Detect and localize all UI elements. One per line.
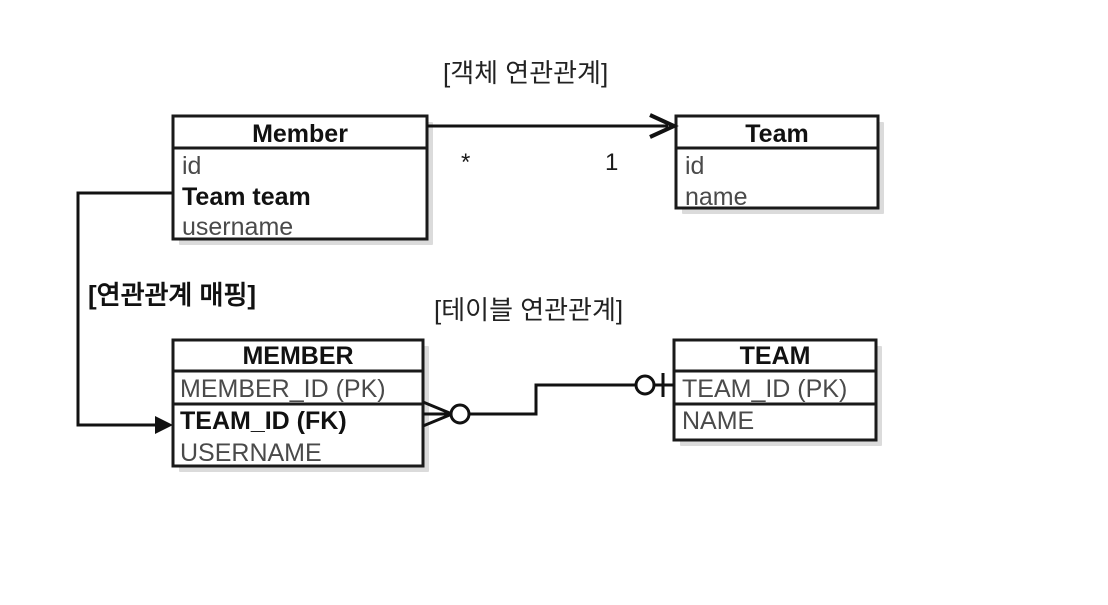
title-mapping: [연관관계 매핑]	[88, 280, 256, 310]
entity-team-attr-id: id	[685, 152, 704, 180]
table-member-col-member-id: MEMBER_ID (PK)	[180, 375, 386, 403]
entity-member-attr-id: id	[182, 152, 201, 180]
table-team-title: TEAM	[740, 342, 811, 370]
object-association-arrow: * 1	[427, 113, 679, 176]
entity-member-attr-username: username	[182, 213, 293, 241]
table-relationship-connector	[422, 373, 674, 428]
title-object-relation: [객체 연관관계]	[443, 58, 608, 88]
crowsfoot-many-icon	[422, 400, 453, 428]
entity-team-attr-name: name	[685, 183, 748, 211]
table-team-col-team-id: TEAM_ID (PK)	[682, 375, 847, 403]
multiplicity-many: *	[461, 149, 470, 176]
mapping-arrow	[76, 191, 173, 434]
entity-member-title: Member	[252, 120, 348, 148]
optional-circle-team-icon	[634, 374, 656, 396]
optional-circle-member-icon	[449, 403, 471, 425]
entity-member-attr-team: Team team	[182, 183, 311, 211]
table-member-col-username: USERNAME	[180, 439, 322, 467]
table-member-title: MEMBER	[242, 342, 353, 370]
table-team[interactable]: TEAM TEAM_ID (PK) NAME	[672, 338, 882, 446]
title-table-relation: [테이블 연관관계]	[434, 295, 623, 325]
entity-member[interactable]: Member id Team team username	[171, 114, 433, 245]
entity-team[interactable]: Team id name	[674, 114, 884, 214]
table-team-col-name: NAME	[682, 407, 754, 435]
table-member-col-team-id: TEAM_ID (FK)	[180, 407, 347, 435]
entity-team-title: Team	[745, 120, 808, 148]
multiplicity-one: 1	[605, 149, 618, 176]
table-member[interactable]: MEMBER MEMBER_ID (PK) TEAM_ID (FK) USERN…	[171, 338, 429, 472]
